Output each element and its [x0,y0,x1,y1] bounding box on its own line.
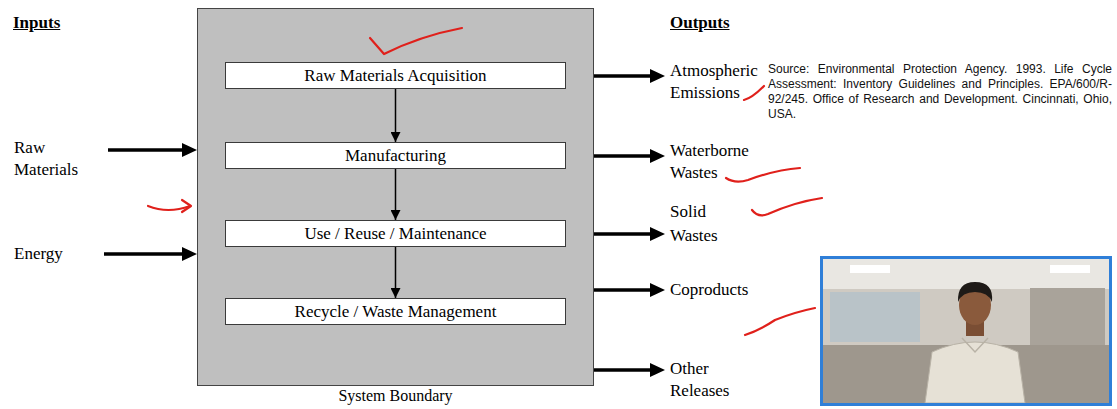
step-label: Manufacturing [345,146,446,165]
output-arrow [594,232,652,236]
output-label: Waterborne Wastes [670,140,765,184]
flow-arrow [395,89,397,142]
output-arrows [594,69,665,377]
flow-arrow [395,247,397,298]
connectors [395,89,396,298]
pen-arrow-head [182,200,191,212]
pen-tick [726,168,800,182]
input-arrows [104,143,197,261]
output-arrow [594,288,652,292]
source-note: Source: Environmental Protection Agency.… [768,62,1112,122]
process-box: Recycle / Waste Management [225,298,566,325]
output-label: Other Releases [670,358,745,402]
process-box: Manufacturing [225,142,566,169]
presenter-video [822,258,1111,405]
input-arrow [108,148,184,152]
output-arrow [594,368,652,372]
collar [962,338,988,352]
red-annotations [370,28,462,54]
pen-tick [370,28,462,54]
window [830,292,920,342]
flow-arrow [395,169,397,220]
output-label: Atmospheric Emissions [670,60,765,104]
arrow-head [182,143,197,157]
column-heading: Outputs [670,12,730,34]
video-border [822,258,1111,405]
pen-tick [745,308,815,335]
arrow-head [650,227,665,241]
input-arrow [104,252,184,256]
arrow-head [650,283,665,297]
system-boundary: System BoundaryRaw Materials Acquisition… [197,8,594,386]
step-label: Raw Materials Acquisition [304,66,486,85]
step-label: Use / Reuse / Maintenance [304,224,486,243]
pen-arrow [148,206,190,210]
output-label: Coproducts [670,279,748,301]
boundary-label: System Boundary [198,387,593,405]
output-arrow [594,74,652,78]
arrow-head [182,247,197,261]
pen-tick [752,198,822,215]
shelf [1030,288,1105,346]
pen-tick [744,86,764,100]
ceiling-light [1050,265,1090,273]
ceiling-light [850,265,890,273]
video-frame [822,258,1111,405]
column-heading: Inputs [13,12,60,34]
input-label: Raw Materials [14,137,94,181]
output-arrow [594,154,652,158]
process-box: Raw Materials Acquisition [225,62,566,89]
step-label: Recycle / Waste Management [295,302,497,321]
output-label: Solid Wastes [670,200,740,248]
arrow-head [650,363,665,377]
arrow-head [650,69,665,83]
arrow-head [650,149,665,163]
process-box: Use / Reuse / Maintenance [225,220,566,247]
input-label: Energy [14,243,63,265]
hair [958,282,992,302]
